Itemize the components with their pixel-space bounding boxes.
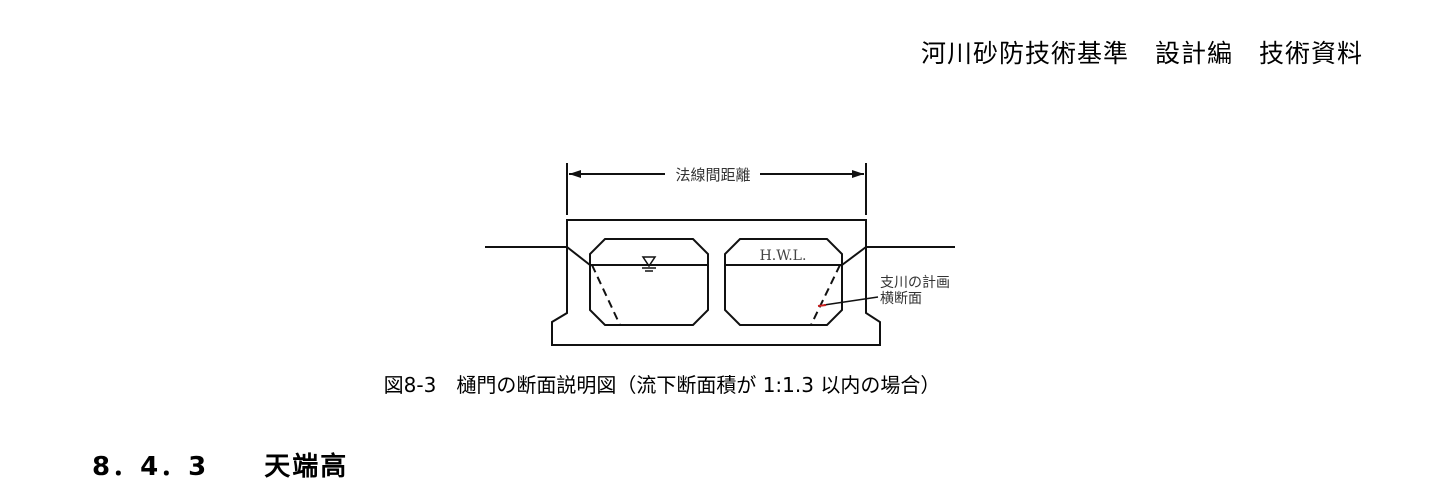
tributary-section-left: [591, 264, 621, 326]
dimension-label: 法線間距離: [675, 166, 750, 184]
section-heading: 8．4．3 天端高: [92, 452, 349, 482]
culvert-cell-right: [724, 238, 843, 326]
culvert-cell-left: [589, 238, 709, 326]
document-header-title: 河川砂防技術基準 設計編 技術資料: [920, 39, 1363, 68]
dimension-arrow-left-icon: [569, 170, 581, 178]
annotation-label-line1: 支川の計画: [880, 275, 950, 291]
annotation-label-line2: 横断面: [880, 291, 922, 307]
annotation-leader-line: [823, 296, 879, 306]
bank-slope-left: [566, 246, 591, 266]
figure-caption: 図8-3 樋門の断面説明図（流下断面積が 1:1.3 以内の場合）: [383, 373, 941, 397]
hwl-label: H.W.L.: [760, 248, 807, 264]
tributary-section-right: [810, 264, 841, 326]
bank-slope-right: [841, 246, 867, 266]
sluice-cross-section-diagram: 法線間距離 H.W.L. 支川の計画 横断面: [485, 163, 955, 346]
water-level-symbol-icon: [641, 256, 657, 268]
culvert-outer-outline: [551, 219, 881, 346]
dimension-arrow-right-icon: [852, 170, 864, 178]
annotation-leader-tip: [817, 304, 827, 307]
